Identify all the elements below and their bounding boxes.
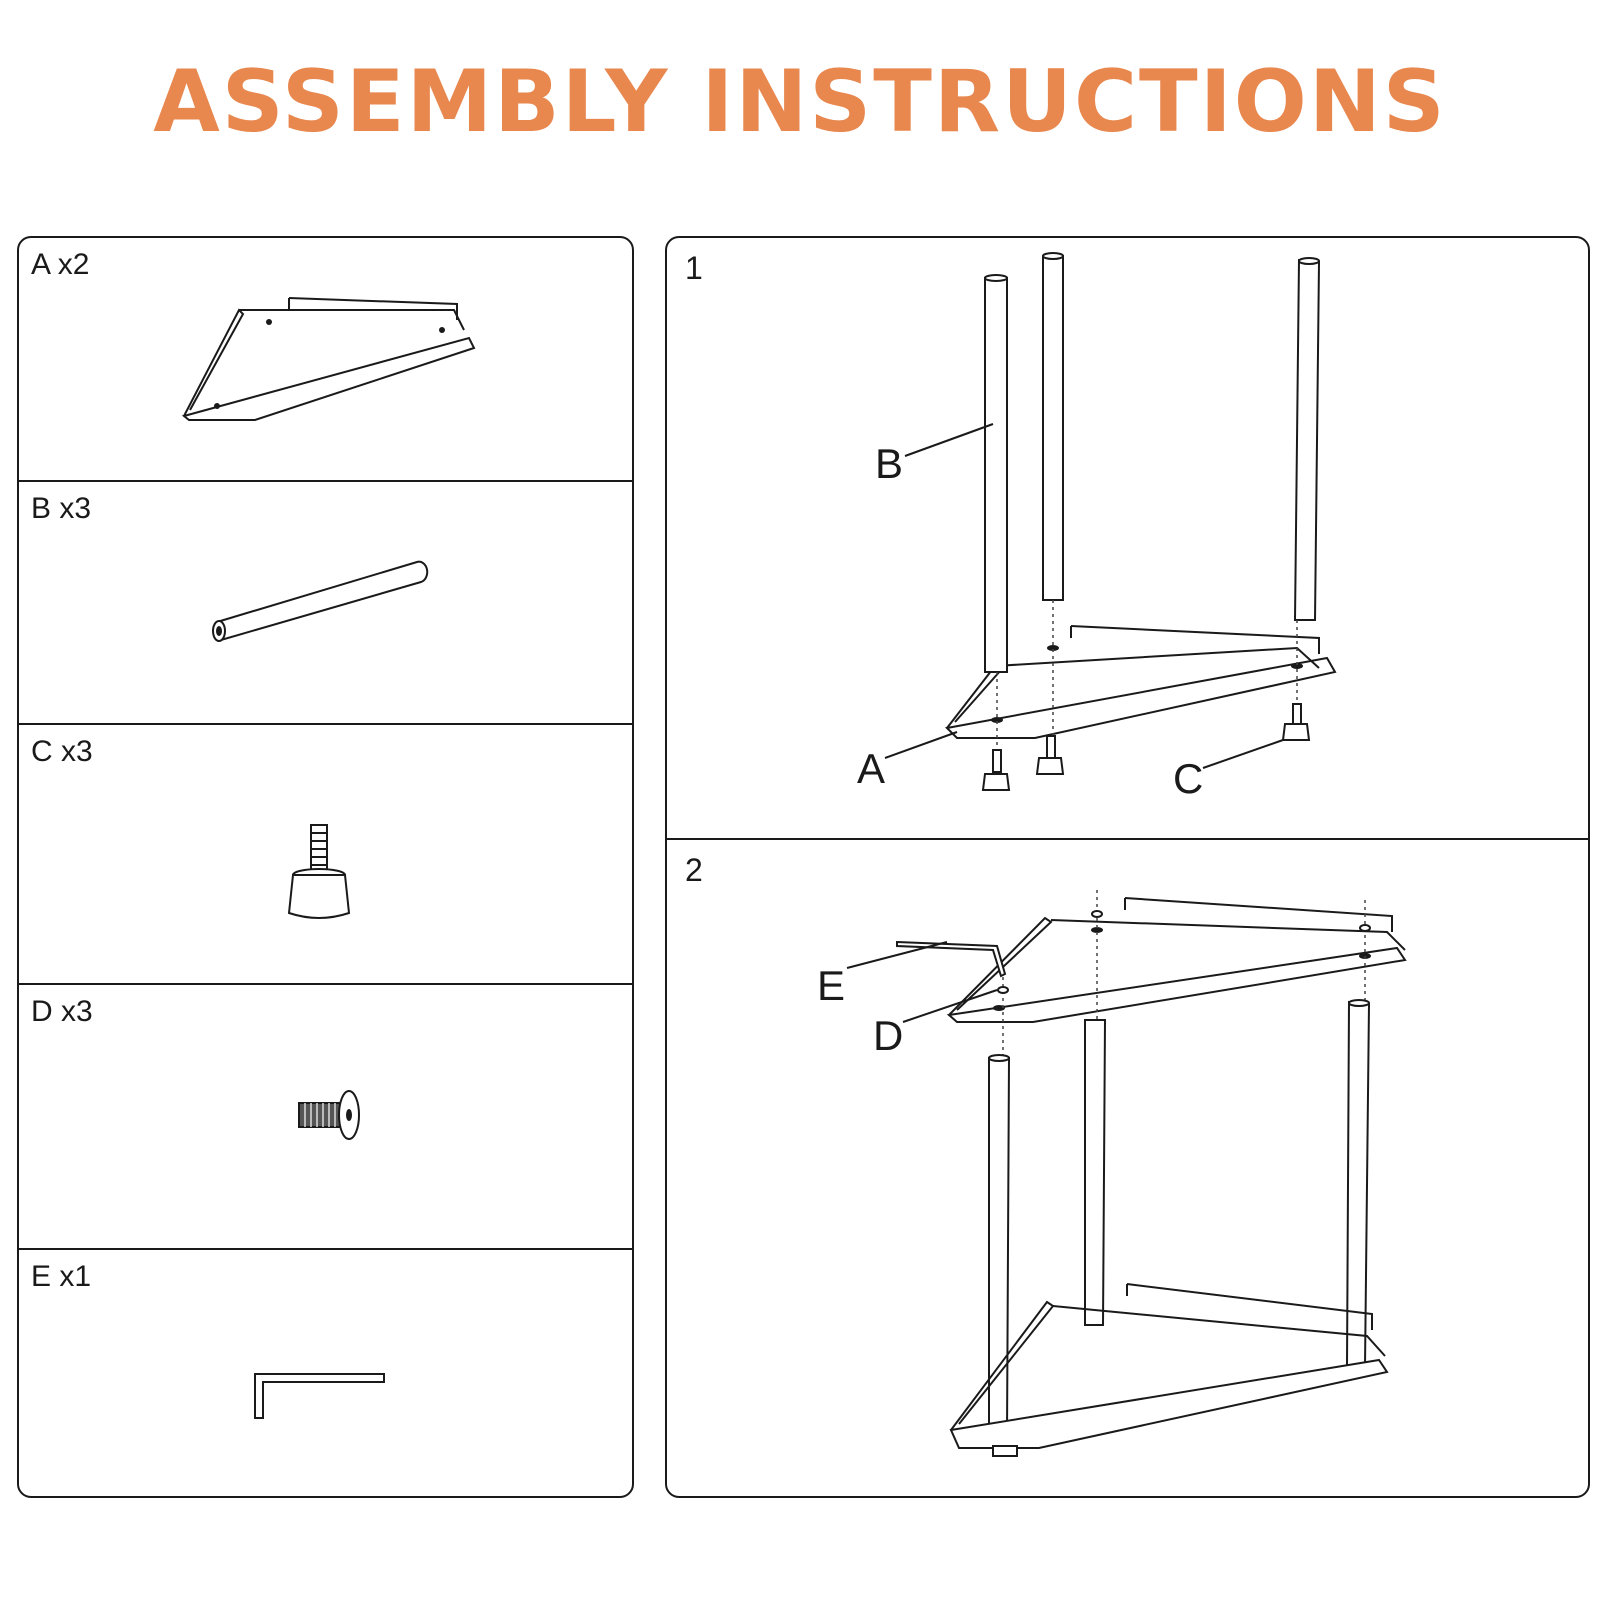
step-number-1: 1 xyxy=(685,250,703,286)
assembly-steps-panel: 1 xyxy=(665,236,1590,1498)
step-1-diagram: B A C xyxy=(857,252,1337,802)
part-row-a: A x2 xyxy=(19,238,632,480)
foot-icon xyxy=(287,824,351,919)
screw-icon xyxy=(298,1090,360,1140)
part-row-c: C x3 xyxy=(19,723,632,983)
step-1: 1 xyxy=(667,238,1588,838)
step-2-diagram: E D xyxy=(817,890,1407,1457)
page-title: ASSEMBLY INSTRUCTIONS xyxy=(153,52,1447,152)
foot-c-1 xyxy=(981,749,1011,791)
part-label-e: E x1 xyxy=(31,1260,92,1293)
shelf-icon xyxy=(181,297,476,421)
callout-c: C xyxy=(1173,755,1203,802)
part-row-b: B x3 xyxy=(19,480,632,723)
foot-c-3 xyxy=(1281,703,1311,741)
part-label-a: A x2 xyxy=(31,248,90,281)
callout-b: B xyxy=(875,440,903,487)
step-number-2: 2 xyxy=(685,852,703,888)
part-row-d: D x3 xyxy=(19,983,632,1248)
parts-list-panel: A x2 B x3 C x3 D x3 xyxy=(17,236,634,1498)
step-2: 2 xyxy=(667,838,1588,1496)
callout-a: A xyxy=(857,745,885,792)
part-row-e: E x1 xyxy=(19,1248,632,1496)
callout-e: E xyxy=(817,962,845,1009)
part-label-b: B x3 xyxy=(31,492,92,525)
part-label-c: C x3 xyxy=(31,735,93,768)
foot-c-2 xyxy=(1035,735,1065,775)
part-label-d: D x3 xyxy=(31,995,93,1028)
pole-icon xyxy=(212,560,429,642)
callout-d: D xyxy=(873,1012,903,1059)
allen-key-icon xyxy=(254,1373,385,1419)
